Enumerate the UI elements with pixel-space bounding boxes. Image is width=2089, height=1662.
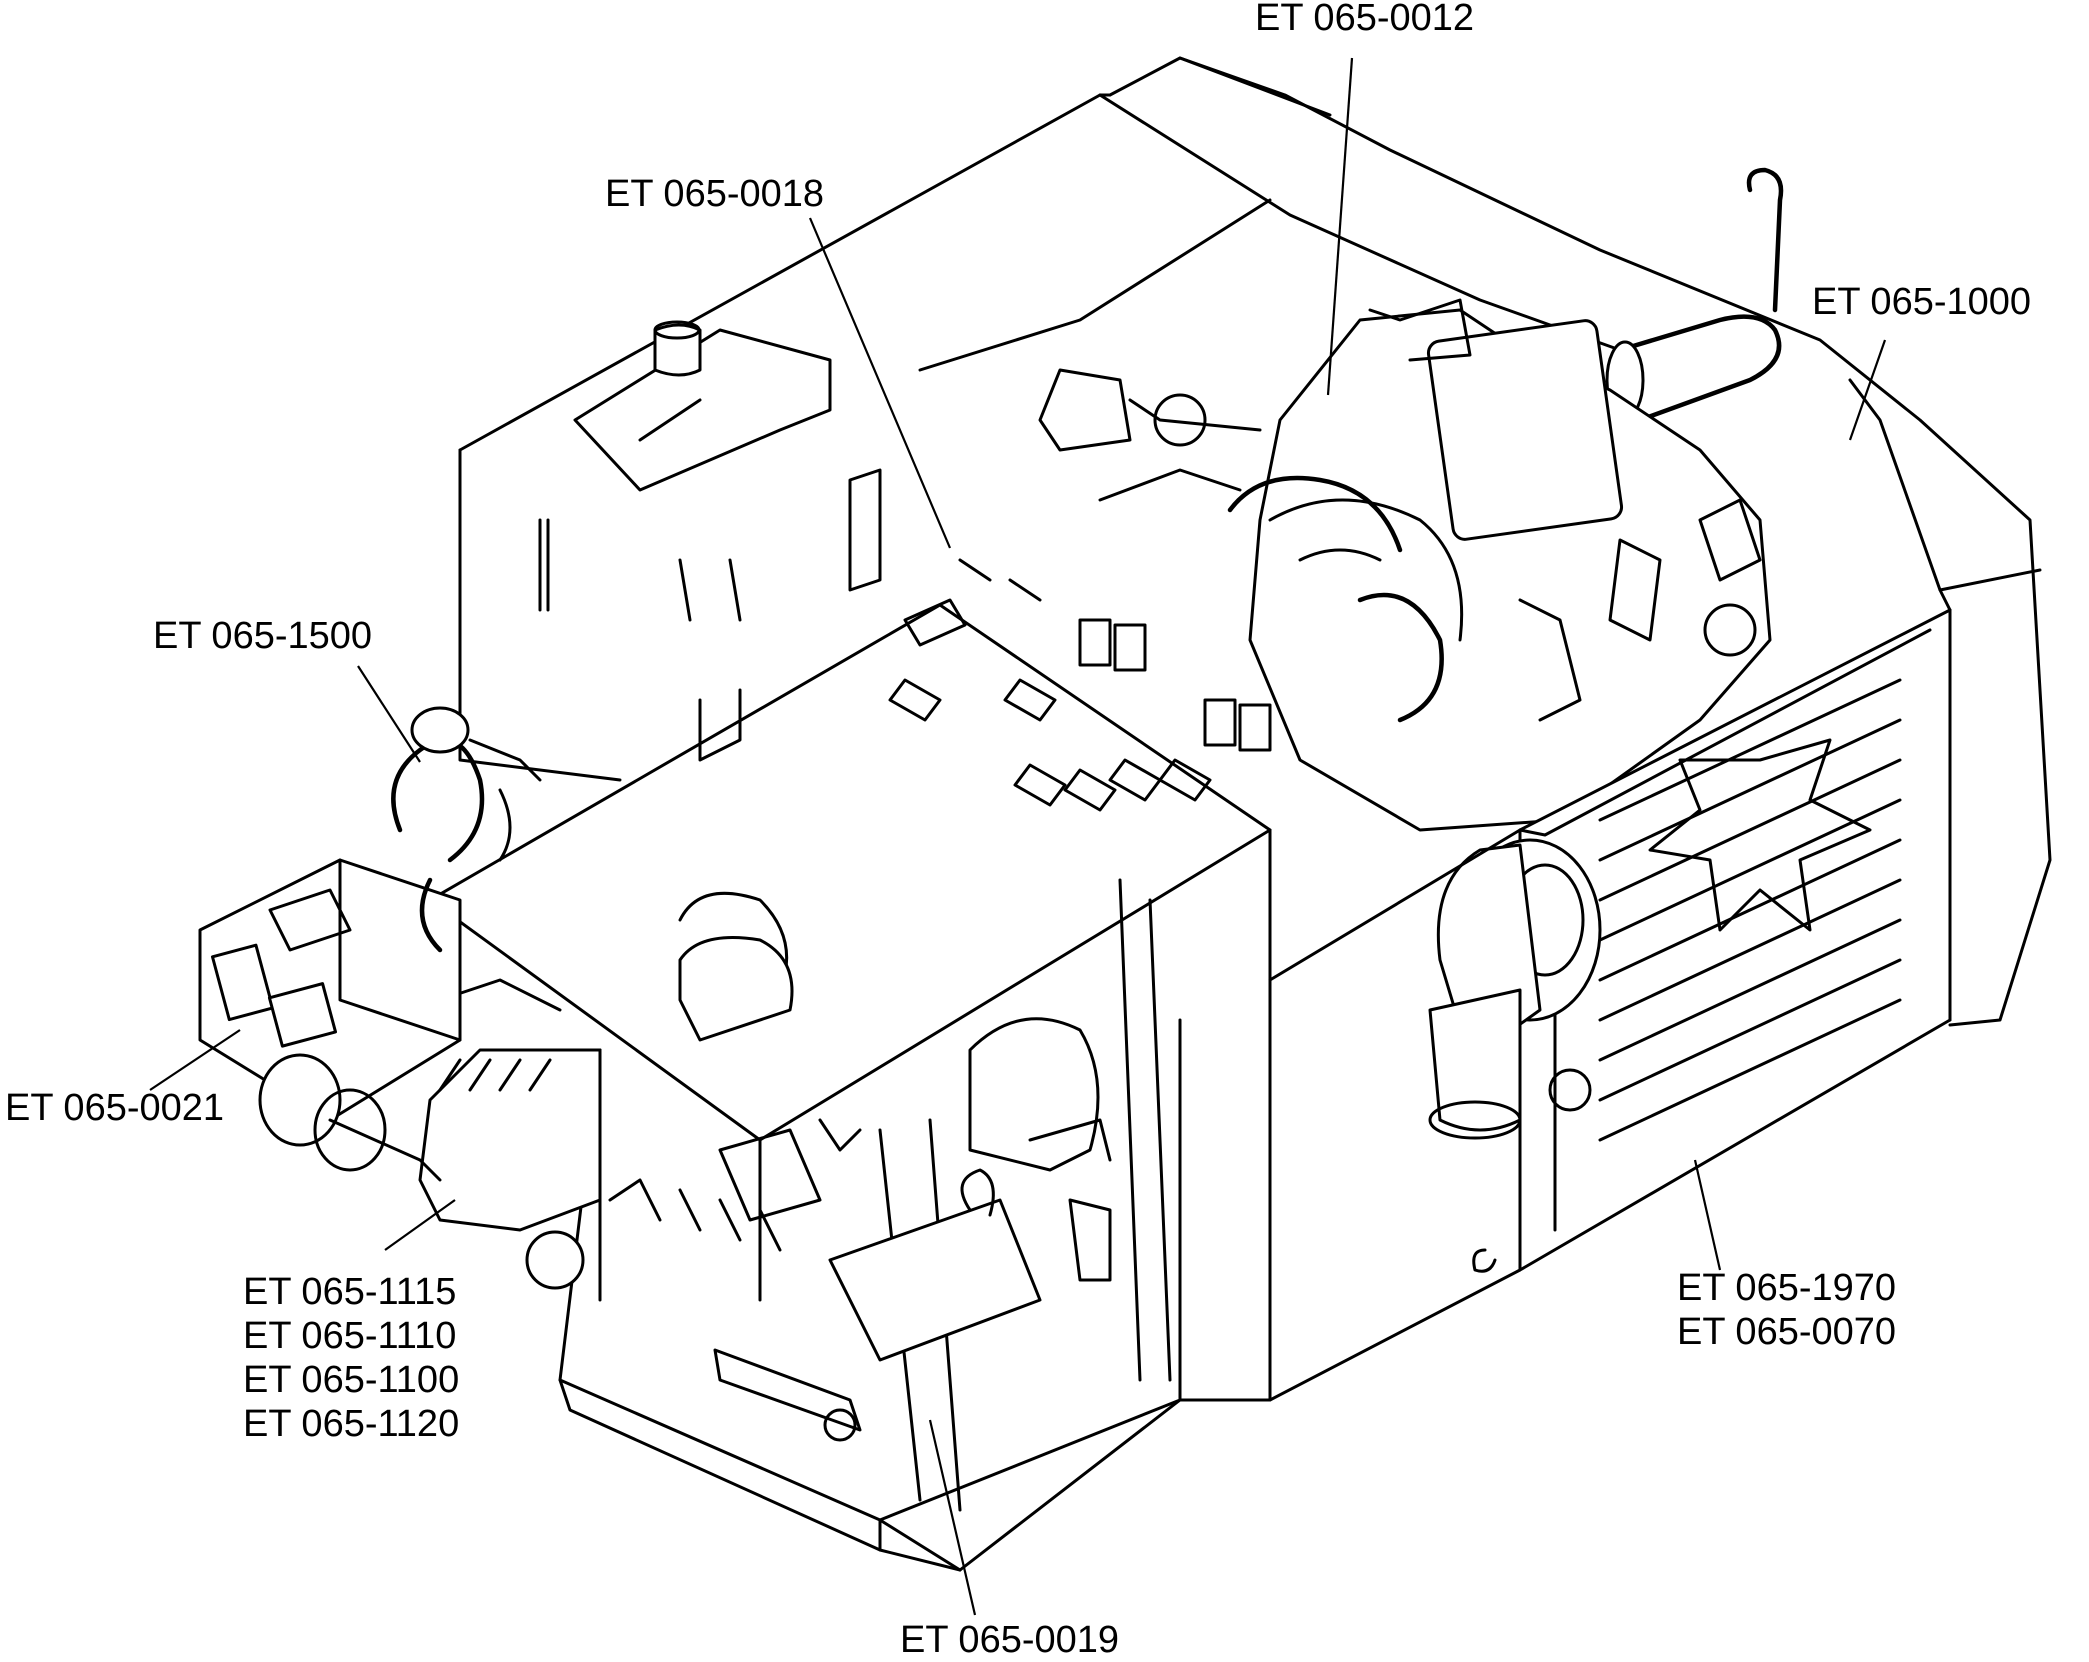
operator-cab	[558, 878, 1182, 1572]
callout-et-065-0012: ET 065-0012	[1255, 0, 1475, 39]
callout-et-065-0021: ET 065-0021	[5, 1087, 225, 1129]
leader-group-left	[384, 1199, 456, 1251]
callout-et-065-1970: ET 065-1970	[1677, 1267, 1897, 1309]
callout-et-065-0070: ET 065-0070	[1677, 1311, 1897, 1353]
leader-0021	[149, 1029, 241, 1091]
engine-block	[1038, 298, 1772, 832]
left-hitch-plate	[198, 858, 462, 1182]
air-cleaner	[1428, 838, 1602, 1140]
callout-et-065-1115: ET 065-1115	[243, 1271, 457, 1313]
callout-et-065-1500: ET 065-1500	[153, 615, 373, 657]
leader-0018	[808, 217, 952, 549]
cable-harness-left	[391, 706, 542, 953]
callout-group-left: ET 065-1115 ET 065-1110 ET 065-1100 ET 0…	[243, 1270, 459, 1446]
leader-1000	[1848, 339, 1887, 441]
top-cover	[458, 93, 1272, 782]
callout-et-065-1110: ET 065-1110	[243, 1315, 457, 1357]
callout-group-right: ET 065-1970 ET 065-0070	[1677, 1266, 1896, 1354]
leader-0012	[1326, 57, 1354, 396]
leader-0019	[928, 1419, 977, 1616]
leader-1500	[357, 665, 421, 763]
callout-et-065-1000: ET 065-1000	[1812, 281, 2032, 323]
leader-group-right	[1693, 1159, 1722, 1271]
exhaust-pipe	[1605, 167, 1784, 423]
battery-electrical-box	[428, 558, 1272, 1302]
callout-et-065-0019: ET 065-0019	[900, 1619, 1120, 1661]
callout-et-065-0018: ET 065-0018	[605, 173, 825, 215]
callout-et-065-1120: ET 065-1120	[243, 1403, 460, 1445]
fuel-tank-cap	[538, 320, 882, 762]
callout-et-065-1100: ET 065-1100	[243, 1359, 460, 1401]
